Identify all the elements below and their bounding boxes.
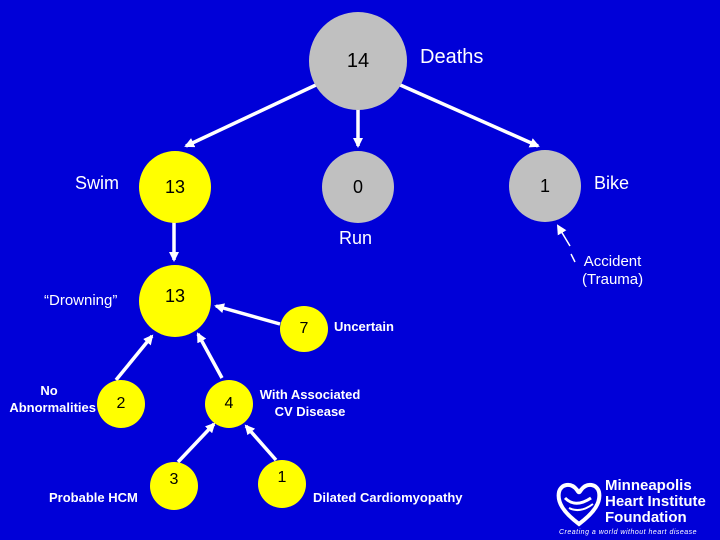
node-run: 0 bbox=[322, 151, 394, 223]
label-no-abnormalities: No Abnormalities bbox=[0, 382, 96, 416]
node-swim: 13 bbox=[139, 151, 211, 223]
label-dilated-cm: Dilated Cardiomyopathy bbox=[313, 490, 463, 505]
node-bike: 1 bbox=[509, 150, 581, 222]
label-bike: Bike bbox=[594, 173, 630, 193]
node-probable-hcm: 3 bbox=[150, 462, 198, 510]
logo-line1: Minneapolis bbox=[605, 477, 692, 494]
label-deaths: Deaths bbox=[420, 46, 484, 68]
node-uncertain: 7 bbox=[280, 306, 328, 352]
arrow-dcm-to-cv bbox=[244, 424, 278, 462]
logo-line2: Heart Institute bbox=[605, 493, 706, 510]
label-run: Run bbox=[339, 228, 373, 248]
node-dilated-cm: 1 bbox=[258, 460, 306, 508]
logo-line3: Foundation bbox=[605, 509, 687, 526]
accident-pointer-dash bbox=[570, 253, 576, 263]
arrow-noabn-to-drowning bbox=[114, 334, 154, 382]
logo-tagline: Creating a world without heart disease bbox=[559, 529, 698, 536]
label-probable-hcm: Probable HCM bbox=[49, 490, 138, 505]
label-drowning: “Drowning” bbox=[44, 292, 118, 309]
arrow-uncertain-to-drowning bbox=[214, 303, 281, 326]
heart-logo-icon bbox=[556, 483, 602, 527]
label-accident-line2: (Trauma) bbox=[582, 271, 644, 288]
arrow-deaths-to-bike bbox=[397, 82, 540, 148]
label-accident: Accident (Trauma) bbox=[582, 253, 643, 289]
arrow-hcm-to-cv bbox=[176, 422, 216, 464]
label-uncertain: Uncertain bbox=[334, 319, 394, 334]
label-accident-line1: Accident bbox=[583, 253, 642, 270]
arrow-deaths-to-swim bbox=[184, 82, 319, 148]
label-no-abnormalities-line1: No bbox=[40, 383, 58, 398]
label-associated-cv-line2: CV Disease bbox=[274, 404, 346, 419]
label-no-abnormalities-line2: Abnormalities bbox=[9, 400, 96, 415]
node-drowning: 13 bbox=[139, 265, 211, 337]
accident-pointer-line bbox=[556, 224, 571, 247]
arrow-cv-to-drowning bbox=[196, 332, 224, 379]
node-associated-cv: 4 bbox=[205, 380, 253, 428]
foundation-logo: Minneapolis Heart Institute Foundation C… bbox=[555, 476, 720, 540]
label-associated-cv: With Associated CV Disease bbox=[252, 386, 368, 420]
label-associated-cv-line1: With Associated bbox=[259, 387, 361, 402]
node-no-abnormalities: 2 bbox=[97, 380, 145, 428]
node-deaths: 14 bbox=[309, 12, 407, 110]
label-swim: Swim bbox=[75, 173, 119, 193]
